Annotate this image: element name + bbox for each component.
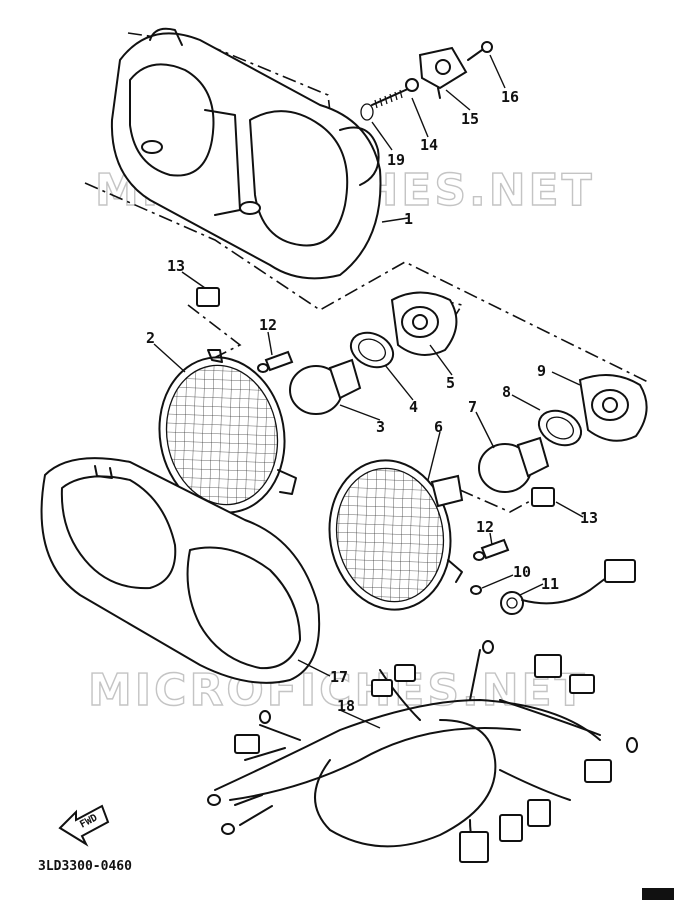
headlight-bulb-right	[478, 436, 550, 493]
callout-13-upper: 13	[167, 257, 185, 275]
callout-6: 6	[434, 418, 443, 436]
callout-16: 16	[501, 88, 519, 106]
adjuster-bracket	[418, 46, 468, 99]
callout-8: 8	[502, 383, 511, 401]
assembly-line-13	[459, 489, 533, 513]
callout-12-lower: 12	[476, 518, 494, 536]
callout-10: 10	[513, 563, 531, 581]
callout-9: 9	[537, 362, 546, 380]
callout-13-lower: 13	[580, 509, 598, 527]
bulb-socket-right	[531, 487, 555, 507]
bulb-cover-left	[390, 291, 458, 356]
wire-harness	[207, 640, 638, 863]
assembly-line-top	[127, 32, 344, 123]
pilot-bulb-lower	[473, 538, 510, 561]
callout-12-upper: 12	[259, 316, 277, 334]
callout-2: 2	[146, 329, 155, 347]
callout-15: 15	[461, 110, 479, 128]
headlight-rim	[40, 457, 321, 684]
o-ring	[360, 103, 374, 121]
callout-5: 5	[446, 374, 455, 392]
adjusting-screw	[371, 78, 419, 109]
small-bulb	[470, 585, 482, 595]
socket-cord	[500, 559, 636, 615]
headlight-unit-right	[328, 459, 464, 611]
callout-19: 19	[387, 151, 405, 169]
callout-1: 1	[404, 210, 413, 228]
callout-14: 14	[420, 136, 438, 154]
bulb-holder-left	[349, 331, 395, 369]
part-code: 3LD3300-0460	[38, 859, 132, 874]
callout-7: 7	[468, 398, 477, 416]
pilot-bulb-upper	[257, 350, 294, 373]
edge-mark	[642, 888, 674, 900]
assembly-line-left	[187, 304, 242, 361]
bulb-cover-right	[578, 374, 648, 442]
callout-18: 18	[337, 697, 355, 715]
watermark-bottom: MICROFICHES.NET	[88, 665, 588, 716]
fwd-arrow-icon: FWD	[58, 804, 110, 847]
callout-4: 4	[409, 398, 418, 416]
bulb-socket-top	[196, 287, 220, 307]
screw-16	[467, 41, 493, 61]
callout-17: 17	[330, 668, 348, 686]
headlight-unit-left	[158, 349, 297, 514]
headlight-housing	[110, 27, 382, 280]
callout-3: 3	[376, 418, 385, 436]
headlight-bulb-left	[289, 358, 362, 415]
bulb-holder-right	[537, 409, 583, 447]
leader-lines	[153, 54, 584, 729]
callout-11: 11	[541, 575, 559, 593]
assembly-line-frame	[84, 182, 651, 384]
